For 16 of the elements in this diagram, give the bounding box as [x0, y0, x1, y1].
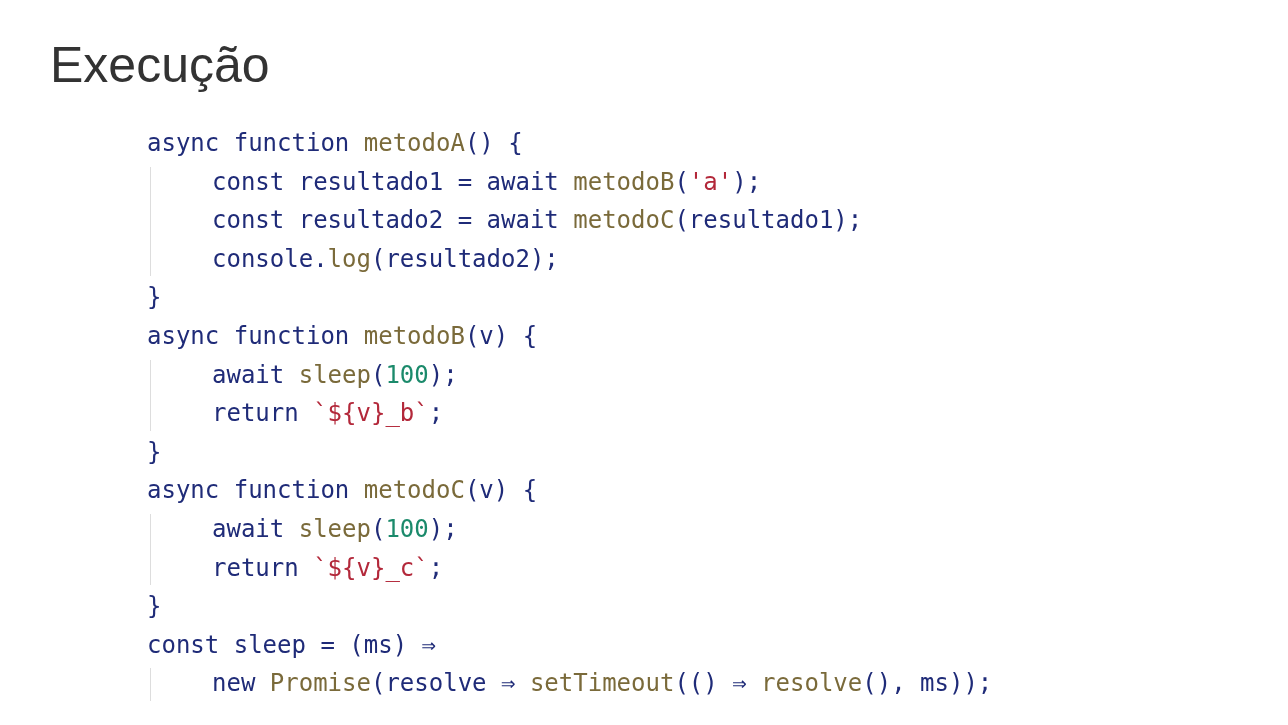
code-line: const resultado1 = await metodoB('a'); [212, 166, 762, 198]
code-line: await sleep(100); [212, 359, 458, 391]
code-line: return `${v}_b`; [212, 398, 444, 430]
code-line: return `${v}_c`; [212, 552, 444, 584]
code-line: console.log(resultado2); [212, 243, 559, 275]
code-line: await sleep(100); [212, 513, 458, 545]
code-line: async function metodoA() { [147, 128, 523, 159]
code-line: async function metodoB(v) { [147, 320, 538, 352]
code-line: } [147, 436, 162, 468]
code-line: } [147, 591, 162, 623]
code-line: new Promise(resolve ⇒ setTimeout(() ⇒ resolve(), ms)); [212, 668, 993, 700]
code-line: async function metodoC(v) { [147, 475, 538, 507]
code-line: } [147, 282, 162, 314]
slide-title: Execução [50, 40, 270, 90]
code-line: const resultado2 = await metodoC(resultado1); [212, 205, 863, 237]
code-line: const sleep = (ms) ⇒ [147, 629, 436, 661]
